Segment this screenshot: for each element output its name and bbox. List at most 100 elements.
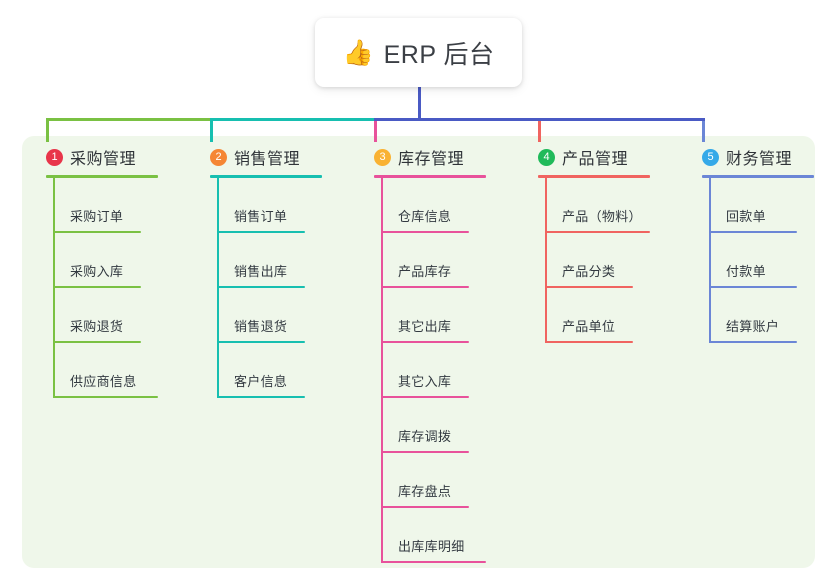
root-trunk-line (418, 85, 421, 121)
list-item[interactable]: 结算账户 (709, 288, 839, 343)
list-item-label: 其它出库 (398, 319, 452, 334)
list-item-rule (545, 231, 650, 233)
bus-segment-3 (374, 118, 541, 121)
list-item-label: 产品单位 (562, 319, 616, 334)
diagram-background-panel (22, 136, 815, 568)
list-item-label: 销售出库 (234, 264, 288, 279)
column-header-2[interactable]: 2 销售管理 (198, 143, 363, 171)
column-title: 库存管理 (398, 151, 465, 168)
list-item-label: 采购订单 (70, 209, 124, 224)
list-item-label: 产品分类 (562, 264, 616, 279)
list-item-label: 仓库信息 (398, 209, 452, 224)
list-item[interactable]: 客户信息 (217, 343, 363, 398)
bus-segment-2 (210, 118, 377, 121)
column-items: 销售订单销售出库销售退货客户信息 (217, 178, 363, 398)
column-header-rule (538, 175, 650, 178)
list-item-rule (381, 451, 469, 453)
list-item-rule (53, 286, 141, 288)
list-item-rule (545, 341, 633, 343)
list-item[interactable]: 采购退货 (53, 288, 199, 343)
column-header-rule (210, 175, 322, 178)
list-item[interactable]: 库存调拨 (381, 398, 527, 453)
list-item-label: 销售订单 (234, 209, 288, 224)
column-5: 5 财务管理回款单付款单结算账户 (690, 143, 839, 343)
list-item-rule (709, 286, 797, 288)
column-badge-icon: 5 (702, 148, 719, 166)
list-item[interactable]: 产品（物料） (545, 178, 691, 233)
column-title: 采购管理 (70, 151, 137, 168)
list-item[interactable]: 销售订单 (217, 178, 363, 233)
column-title: 财务管理 (726, 151, 793, 168)
list-item[interactable]: 产品库存 (381, 233, 527, 288)
column-header-rule (46, 175, 158, 178)
list-item[interactable]: 其它出库 (381, 288, 527, 343)
list-item-rule (709, 341, 797, 343)
column-header-4[interactable]: 4 产品管理 (526, 143, 691, 171)
root-node-erp-backend[interactable]: 👍 ERP 后台 (315, 18, 522, 87)
list-item-rule (217, 286, 305, 288)
column-header-3[interactable]: 3 库存管理 (362, 143, 527, 171)
list-item-rule (53, 341, 141, 343)
list-item[interactable]: 库存盘点 (381, 453, 527, 508)
bus-segment-1 (46, 118, 213, 121)
list-item[interactable]: 销售退货 (217, 288, 363, 343)
list-item-rule (381, 341, 469, 343)
column-header-rule (374, 175, 486, 178)
list-item[interactable]: 其它入库 (381, 343, 527, 398)
list-item[interactable]: 出库库明细 (381, 508, 527, 563)
column-badge-icon: 2 (210, 148, 227, 166)
list-item-label: 供应商信息 (70, 374, 137, 389)
column-stem-5 (702, 118, 705, 142)
column-2: 2 销售管理销售订单销售出库销售退货客户信息 (198, 143, 363, 398)
column-stem-2 (210, 118, 213, 142)
list-item-rule (217, 341, 305, 343)
column-badge-icon: 3 (374, 148, 391, 166)
list-item-rule (381, 231, 469, 233)
column-1: 1 采购管理采购订单采购入库采购退货供应商信息 (34, 143, 199, 398)
list-item[interactable]: 采购入库 (53, 233, 199, 288)
list-item[interactable]: 产品分类 (545, 233, 691, 288)
column-title: 销售管理 (234, 151, 301, 168)
list-item[interactable]: 仓库信息 (381, 178, 527, 233)
list-item-label: 采购退货 (70, 319, 124, 334)
column-3: 3 库存管理仓库信息产品库存其它出库其它入库库存调拨库存盘点出库库明细 (362, 143, 527, 563)
column-items: 采购订单采购入库采购退货供应商信息 (53, 178, 199, 398)
column-spine (709, 178, 711, 343)
column-spine (381, 178, 383, 563)
list-item[interactable]: 回款单 (709, 178, 839, 233)
list-item-label: 客户信息 (234, 374, 288, 389)
column-title: 产品管理 (562, 151, 629, 168)
list-item-label: 库存盘点 (398, 484, 452, 499)
column-items: 仓库信息产品库存其它出库其它入库库存调拨库存盘点出库库明细 (381, 178, 527, 563)
list-item-rule (381, 286, 469, 288)
column-spine (217, 178, 219, 398)
list-item[interactable]: 采购订单 (53, 178, 199, 233)
list-item[interactable]: 供应商信息 (53, 343, 199, 398)
column-header-5[interactable]: 5 财务管理 (690, 143, 839, 171)
list-item[interactable]: 产品单位 (545, 288, 691, 343)
column-items: 产品（物料） 产品分类产品单位 (545, 178, 691, 343)
list-item-rule (53, 231, 141, 233)
column-badge-icon: 4 (538, 148, 555, 166)
thumbs-up-icon: 👍 (342, 38, 374, 67)
list-item-rule (709, 231, 797, 233)
column-badge-icon: 1 (46, 148, 63, 166)
list-item[interactable]: 销售出库 (217, 233, 363, 288)
list-item-label: 回款单 (726, 209, 766, 224)
list-item-label: 其它入库 (398, 374, 452, 389)
column-stem-4 (538, 118, 541, 142)
list-item-label: 产品库存 (398, 264, 452, 279)
column-spine (53, 178, 55, 398)
column-header-1[interactable]: 1 采购管理 (34, 143, 199, 171)
column-spine (545, 178, 547, 343)
list-item-rule (217, 231, 305, 233)
list-item-label: 产品（物料） (562, 209, 642, 224)
root-node-label: ERP 后台 (383, 40, 495, 69)
list-item[interactable]: 付款单 (709, 233, 839, 288)
column-stem-3 (374, 118, 377, 142)
list-item-rule (53, 396, 158, 398)
list-item-label: 采购入库 (70, 264, 124, 279)
list-item-label: 销售退货 (234, 319, 288, 334)
list-item-rule (545, 286, 633, 288)
list-item-label: 库存调拨 (398, 429, 452, 444)
